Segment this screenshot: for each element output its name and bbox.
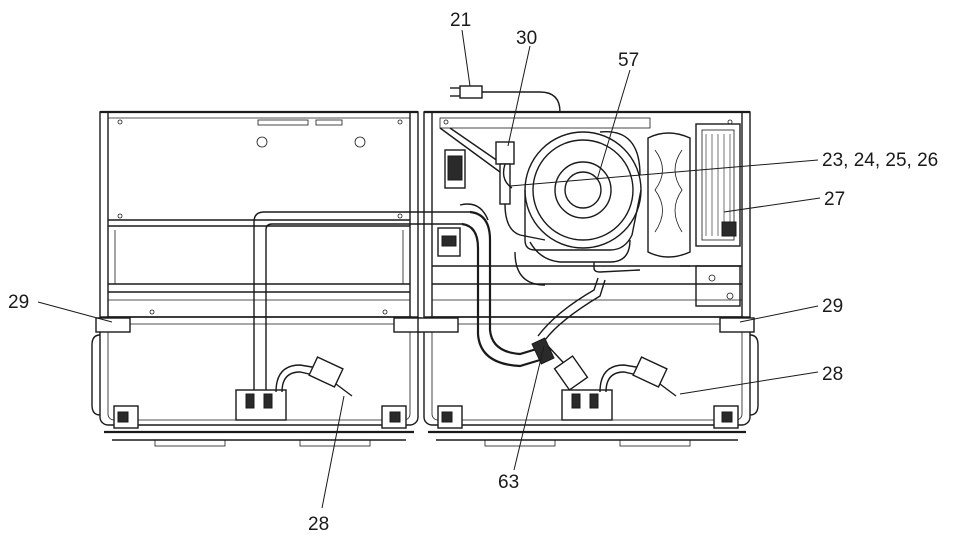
callout-29-right: 29 <box>822 296 843 317</box>
callout-30: 30 <box>516 28 537 49</box>
right-cabinet <box>417 85 759 447</box>
callout-28-bottom: 28 <box>308 514 329 535</box>
callout-21: 21 <box>450 10 471 31</box>
left-cabinet <box>91 110 470 447</box>
callout-57: 57 <box>618 50 639 71</box>
leader-lines <box>37 29 821 509</box>
callout-23-24-25-26: 23, 24, 25, 26 <box>822 150 938 171</box>
callout-27: 27 <box>824 189 845 210</box>
callout-28-right: 28 <box>822 364 843 385</box>
callout-29-left: 29 <box>8 292 29 313</box>
callout-63: 63 <box>498 472 519 493</box>
